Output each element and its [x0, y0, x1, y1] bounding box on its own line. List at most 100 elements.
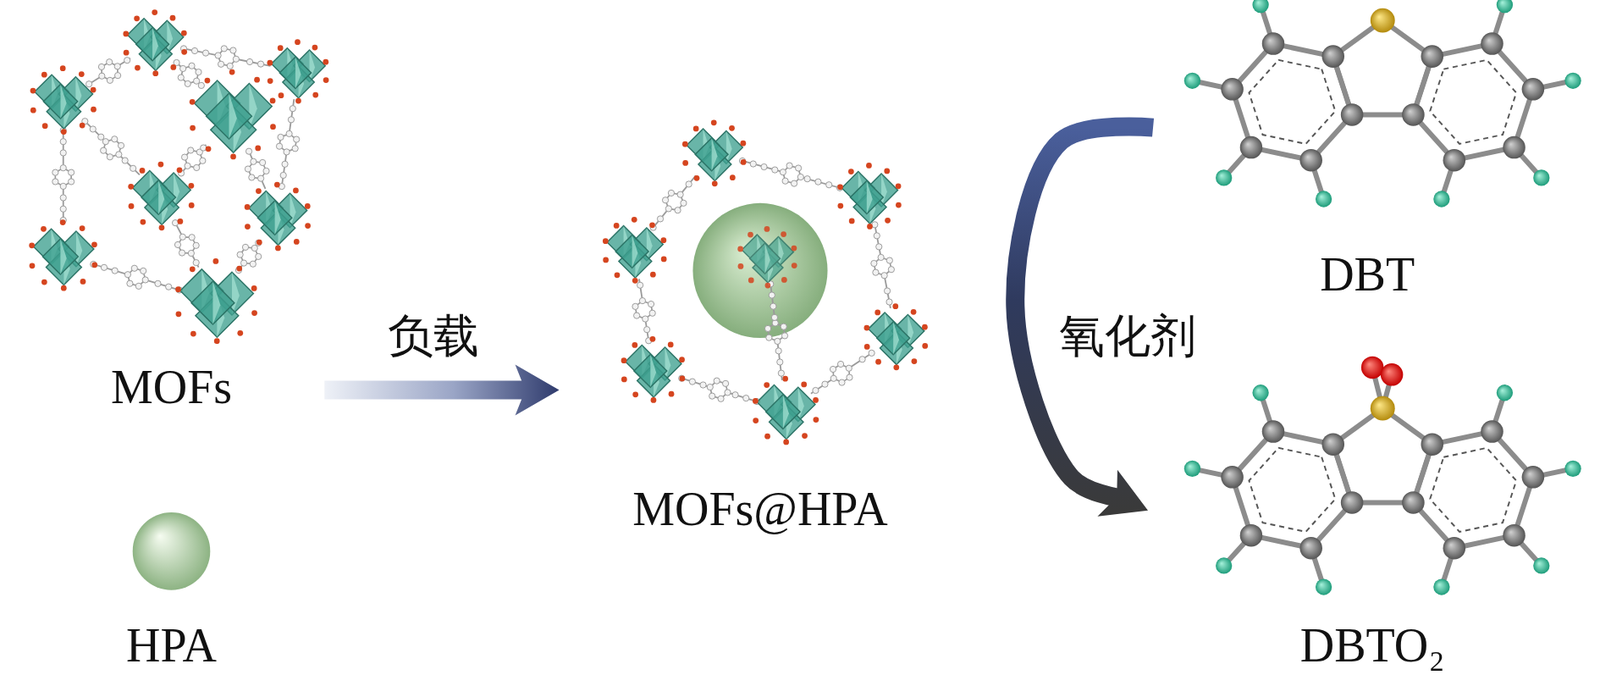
linker-atom: [199, 157, 206, 164]
linker-atom: [634, 312, 640, 319]
oxygen-atom: [80, 278, 87, 285]
oxygen-atom: [883, 168, 890, 175]
oxygen-atom: [140, 219, 147, 226]
hydrogen-atom: [1184, 460, 1201, 477]
organic-linker: [632, 278, 656, 343]
arrow-head: [1097, 469, 1148, 517]
linker-atom: [772, 166, 778, 173]
octahedron: [257, 200, 292, 235]
oxygen-atom: [187, 182, 194, 189]
carbon-atom: [1262, 32, 1286, 56]
organic-linker: [171, 220, 199, 268]
oxygen-atom: [158, 161, 165, 168]
organic-linker: [650, 175, 696, 231]
oxygen-atom: [682, 141, 689, 148]
node-label: HPA: [126, 619, 217, 673]
oxygen-atom: [293, 238, 300, 245]
carbon-atom: [1299, 148, 1323, 172]
metal-cluster: [621, 336, 686, 403]
oxygen-atom: [151, 9, 158, 16]
linker-atom: [642, 315, 649, 322]
linker-atom: [677, 191, 684, 198]
linker-atom: [724, 389, 731, 396]
oxygen-atom: [728, 125, 735, 132]
oxygen-atom: [866, 223, 873, 230]
linker-atom: [195, 68, 202, 75]
carbon-atom: [1321, 44, 1345, 68]
linker-atom: [245, 148, 252, 155]
linker-atom: [179, 233, 186, 240]
linker-atom: [812, 386, 819, 393]
linker-atom: [180, 65, 187, 72]
linker-atom: [68, 169, 75, 176]
octahedron-face: [632, 234, 639, 268]
linker-atom: [822, 380, 828, 387]
illustration-node: MOFs@HPA: [559, 91, 962, 536]
metal-cluster: [30, 65, 97, 135]
linker-atom: [779, 169, 786, 176]
linker-atom: [644, 326, 651, 333]
linker-atom: [662, 197, 668, 204]
linker-atom: [656, 215, 663, 222]
linker-bond: [84, 121, 106, 142]
oxygen-atom: [60, 128, 67, 135]
linker-atom: [786, 162, 793, 169]
carbon-atom: [1443, 148, 1467, 172]
oxygen-atom: [91, 261, 98, 268]
octahedron-face: [75, 77, 82, 111]
oxygen-atom: [602, 257, 609, 264]
linker-atom: [845, 364, 852, 371]
carbon-atom: [1240, 136, 1264, 160]
hpa-sphere: [132, 512, 211, 591]
oxygen-atom: [270, 98, 276, 105]
oxygen-atom: [693, 126, 700, 133]
oxygen-atom: [90, 87, 97, 94]
linker-atom: [750, 160, 756, 167]
linker-atom: [639, 297, 646, 304]
organic-linker: [811, 349, 875, 393]
linker-atom: [215, 52, 221, 59]
hydrogen-atom: [1315, 190, 1332, 207]
linker-atom: [193, 259, 199, 265]
oxygen-atom: [254, 145, 261, 152]
linker-atom: [140, 267, 147, 274]
linker-atom: [772, 320, 778, 326]
metal-cluster: [28, 219, 98, 291]
octahedron: [191, 281, 235, 325]
oxygen-atom: [711, 119, 718, 126]
linker-atom: [178, 249, 185, 256]
mof-hpa-composite: [602, 119, 928, 445]
oxygen-atom: [848, 168, 855, 175]
linker-atom: [286, 130, 293, 137]
linker-atom: [665, 205, 672, 212]
linker-atom: [838, 379, 845, 386]
linker-atom: [275, 143, 282, 149]
oxygen-atom: [170, 15, 177, 22]
oxygen-atom: [30, 107, 37, 114]
oxygen-atom: [910, 308, 917, 315]
oxygen-atom: [266, 60, 273, 67]
linker-atom: [117, 142, 124, 149]
oxygen-atom: [747, 231, 754, 238]
linker-atom: [106, 77, 113, 83]
linker-atom: [202, 49, 209, 56]
oxygen-atom: [152, 70, 159, 77]
carbon-atom: [1240, 524, 1264, 547]
metal-cluster: [837, 162, 902, 230]
octahedron-face: [907, 314, 914, 348]
oxygen-atom: [255, 187, 262, 194]
linker-atom: [674, 207, 681, 214]
oxygen-atom: [711, 180, 718, 187]
dbt-molecule: [1184, 0, 1582, 208]
carbon-atom: [1480, 419, 1504, 443]
carbon-atom: [1220, 77, 1244, 101]
oxygen-atom: [661, 256, 668, 263]
octahedron-face: [290, 193, 297, 227]
linker-atom: [888, 266, 894, 273]
octahedron: [615, 234, 649, 268]
carbon-atom: [1299, 536, 1323, 560]
oxygen-atom: [292, 187, 299, 194]
linker-atom: [815, 178, 822, 185]
oxygen-atom: [668, 391, 675, 398]
linker-atom: [184, 80, 191, 87]
